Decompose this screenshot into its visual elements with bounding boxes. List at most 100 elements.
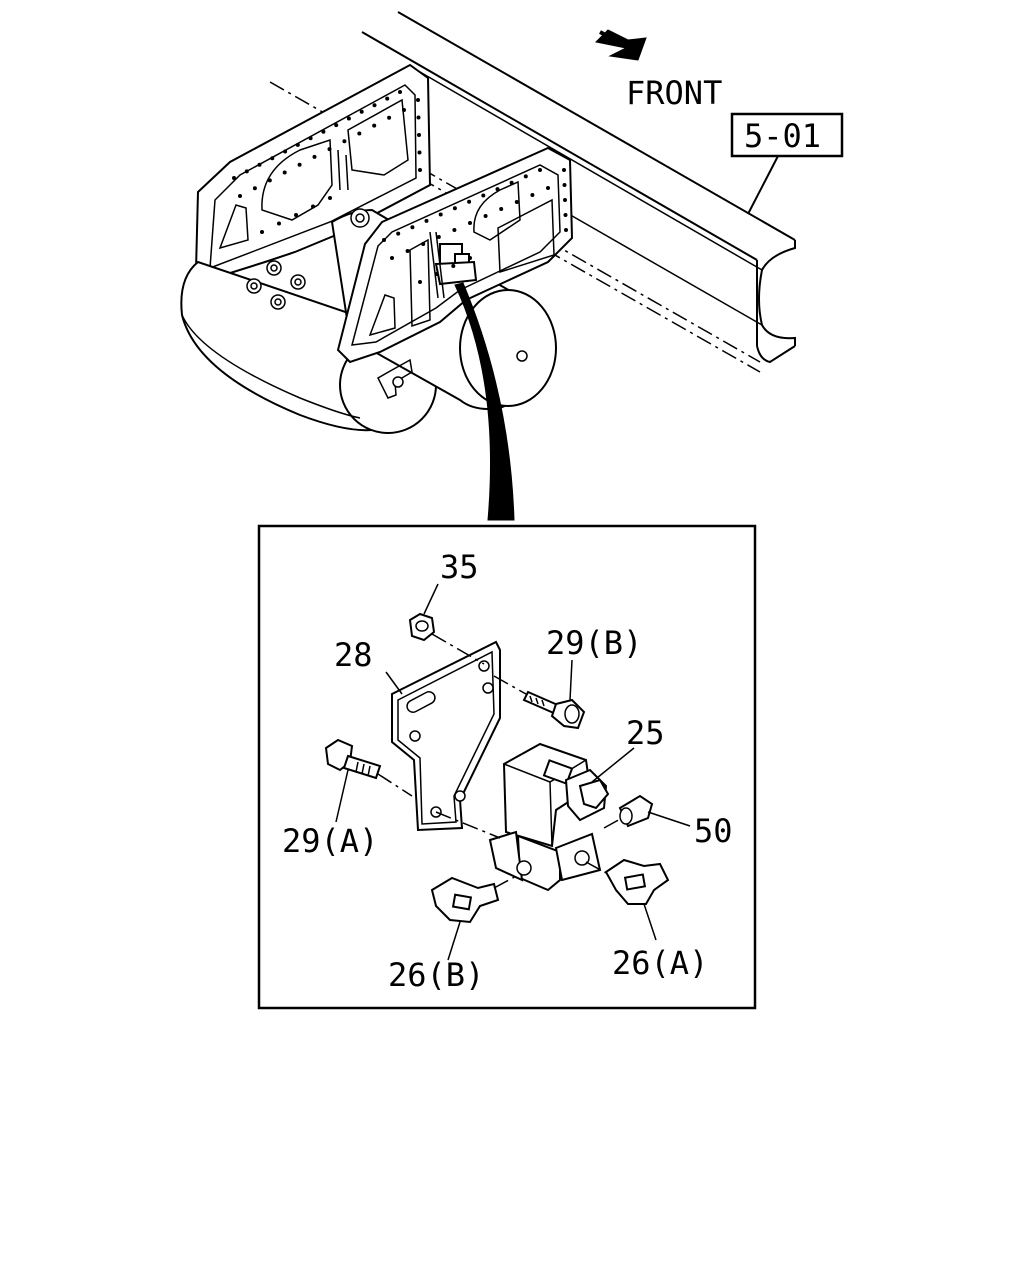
rivet-hole [334,123,339,128]
valve-overview [429,231,478,299]
rivet-hole [270,156,275,161]
rivet-hole [311,204,315,209]
part-29a-bolt[interactable] [324,738,382,780]
rivet-hole [452,228,457,232]
part-35-nut[interactable] [408,612,436,642]
rivet-hole [424,218,429,223]
tank-fittings [246,260,306,310]
rivet-hole [405,249,410,253]
rivet-hole [390,256,394,260]
front-arrow-icon [594,29,647,61]
part-26b-elbow[interactable] [430,876,500,924]
reference-leader [747,155,779,215]
rivet-hole [312,154,317,159]
detail-leader-wedge [454,282,515,521]
rivet-hole [523,174,528,179]
assembly-lines [377,633,623,889]
rivet-hole [418,280,422,284]
rivet-hole [387,115,392,120]
rivet-hole [546,186,550,190]
rivet-hole [538,168,542,172]
part-25-valve[interactable] [488,742,610,892]
rivet-hole [563,198,567,202]
rivet-hole [418,168,422,172]
rivet-hole [530,193,535,197]
rivet-hole [416,115,421,120]
callout-25: 25 [626,714,665,752]
reference-label[interactable]: 5-01 [744,117,821,155]
front-direction-label: FRONT [626,74,722,112]
rivet-hole [308,136,313,141]
rivet-hole [417,133,421,137]
rivet-hole [451,264,456,268]
callout-26a: 26(A) [612,944,708,982]
rivet-hole [260,230,264,234]
rivet-holes [232,90,568,284]
air-tank-left [180,260,437,434]
rivet-hole [509,180,514,185]
rivet-hole [416,98,420,102]
rivet-hole [467,199,472,204]
rivet-hole [495,187,500,192]
rivet-hole [297,162,302,167]
rivet-hole [452,206,457,211]
callout-leaders [335,583,691,961]
rivet-hole [295,142,300,147]
rivet-hole [372,103,377,108]
rivet-hole [481,193,486,198]
detail-view: 35 28 29(B) 25 29(A) 50 26(B) 26(A) [282,548,733,994]
frame-rail [361,11,796,364]
rivet-hole [244,169,249,174]
callout-29a: 29(A) [282,822,378,860]
rivet-hole [410,225,415,230]
rivet-hole [499,207,504,211]
part-26a-elbow[interactable] [604,858,670,905]
rivet-hole [342,139,347,144]
rivet-hole [564,228,568,232]
rivet-hole [436,235,441,239]
rivet-hole [327,147,332,152]
rivet-hole [282,170,287,175]
rivet-hole [283,149,288,154]
part-28-bracket[interactable] [391,640,501,832]
rivet-hole [321,129,326,134]
rivet-hole [382,238,386,242]
rivet-hole [434,272,439,276]
rear-mounting-plate [194,63,432,282]
rivet-hole [294,213,298,217]
rivet-hole [514,200,519,204]
callout-29b: 29(B) [546,624,642,662]
rivet-hole [328,196,332,200]
part-50-plug[interactable] [618,794,654,828]
rivet-hole [372,123,377,128]
rivet-hole [421,242,426,246]
rivet-hole [483,214,488,218]
rivet-hole [346,116,351,121]
rivet-hole [267,178,272,183]
rivet-hole [238,194,242,198]
rivet-hole [277,221,281,226]
rivet-hole [438,212,443,217]
rivet-hole [563,213,568,217]
part-29b-bolt[interactable] [522,690,586,730]
rivet-hole [357,131,362,136]
rivet-hole [402,108,406,112]
rivet-hole [257,162,262,167]
rivet-hole [252,186,257,191]
detail-view-frame [257,524,757,1010]
callout-35: 35 [440,548,479,586]
rivet-hole [468,256,472,260]
callout-28: 28 [334,636,373,674]
reference-box[interactable]: 5-01 [730,112,844,158]
rivet-hole [417,150,422,155]
callout-50: 50 [694,812,733,850]
rivet-hole [468,221,472,225]
rivet-hole [398,90,402,94]
rivet-hole [385,96,390,101]
rivet-hole [396,231,401,236]
rivet-hole [232,176,236,180]
callout-26b: 26(B) [388,956,484,994]
rivet-hole [562,183,567,187]
rivet-hole [562,168,566,172]
